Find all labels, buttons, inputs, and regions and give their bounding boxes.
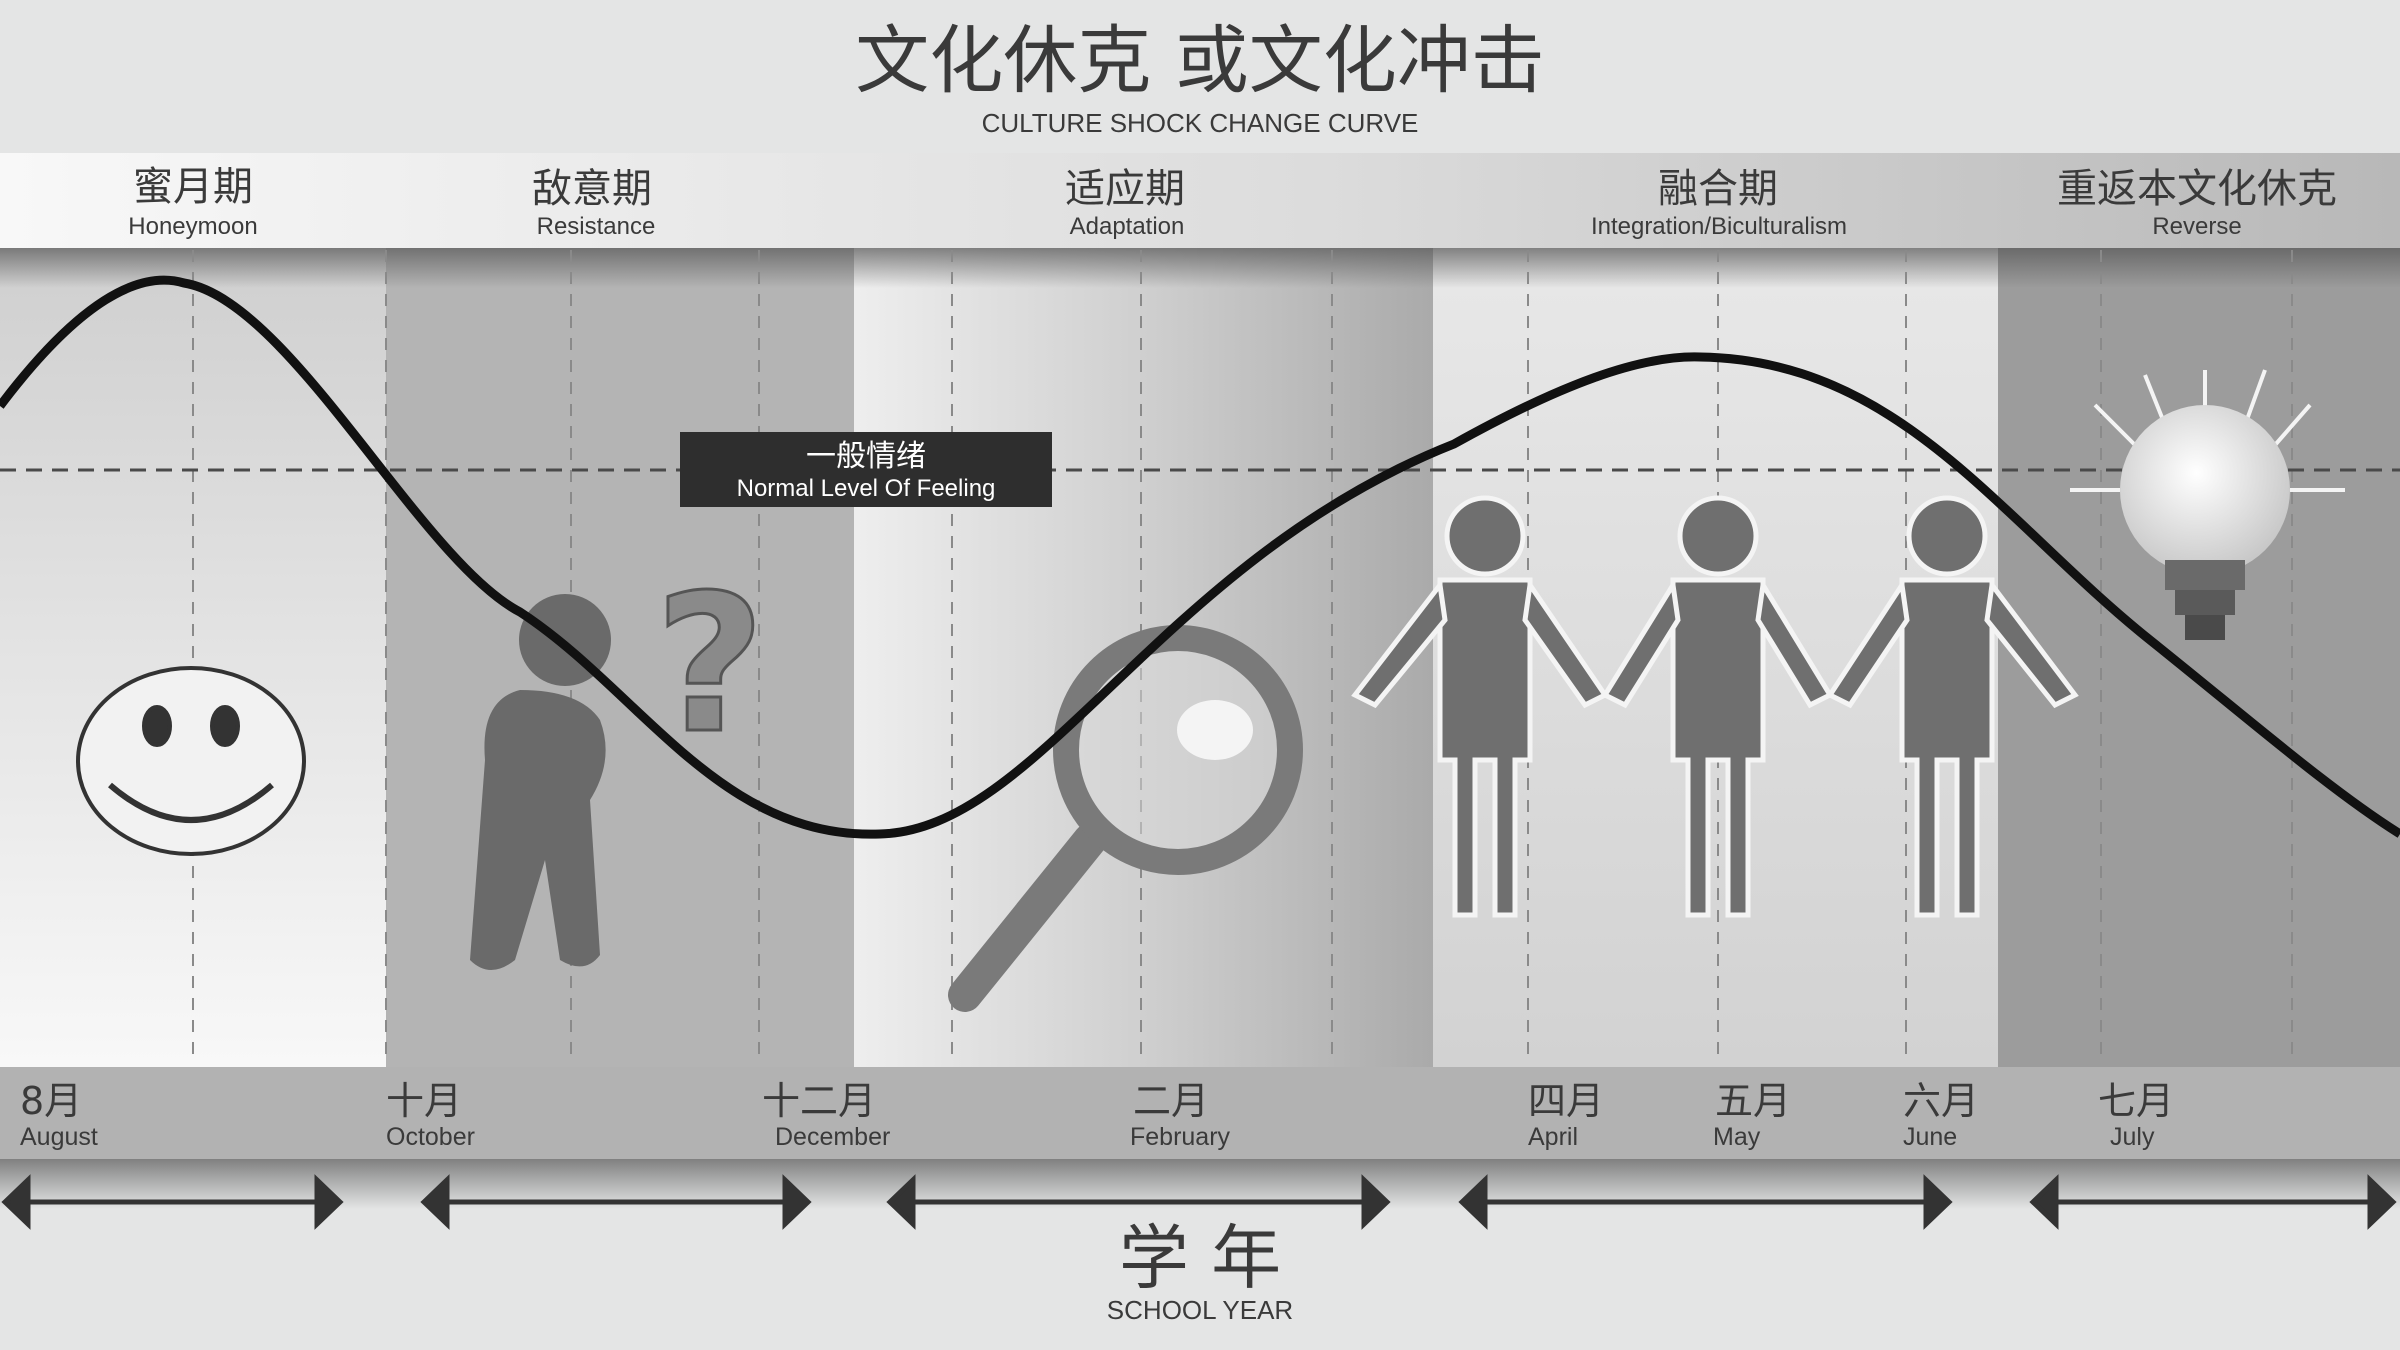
culture-shock-curve (0, 275, 2400, 839)
month-february-en: February (1130, 1123, 1231, 1151)
phase-resistance-en: Resistance (537, 213, 656, 240)
page-subtitle: CULTURE SHOCK CHANGE CURVE (982, 108, 1419, 138)
month-october-en: October (386, 1123, 475, 1151)
month-may-en: May (1713, 1123, 1761, 1151)
arrow-integration (1458, 1174, 1953, 1230)
phase-reverse-en: Reverse (2152, 213, 2241, 240)
phase-integration-cn: 融合期 (1658, 166, 1778, 212)
phase-band (0, 153, 2400, 248)
normal-level-en: Normal Level Of Feeling (737, 475, 996, 502)
phase-integration-en: Integration/Biculturalism (1591, 213, 1847, 240)
phase-resistance-cn: 敌意期 (532, 166, 652, 212)
month-august-en: August (20, 1123, 98, 1151)
month-april-cn: 四月 (1528, 1079, 1604, 1123)
month-october-cn: 十月 (386, 1079, 462, 1123)
arrow-adaptation (886, 1174, 1391, 1230)
question-mark-icon: ? (653, 553, 766, 777)
month-august-cn: 8月 (20, 1079, 82, 1123)
arrow-reverse (2029, 1174, 2397, 1230)
month-bar (0, 1067, 2400, 1159)
school-year-cn: 学 年 (1119, 1217, 1281, 1299)
month-april-en: April (1528, 1123, 1578, 1151)
smiley-icon (76, 666, 306, 856)
month-may-cn: 五月 (1715, 1079, 1791, 1123)
magnifier-icon (948, 625, 1303, 1012)
svg-text:?: ? (655, 554, 765, 775)
page-title: 文化休克 或文化冲击 (855, 18, 1545, 104)
phase-adaptation-cn: 适应期 (1065, 166, 1185, 212)
people-holding-hands-icon (1351, 495, 2079, 918)
month-july-cn: 七月 (2098, 1079, 2174, 1123)
phase-adaptation-en: Adaptation (1070, 213, 1185, 240)
phase-honeymoon-en: Honeymoon (128, 213, 257, 240)
month-december-en: December (775, 1123, 890, 1151)
phase-labels: 蜜月期 Honeymoon 敌意期 Resistance 适应期 Adaptat… (128, 164, 2337, 240)
phase-columns (0, 248, 2400, 1067)
school-year-en: SCHOOL YEAR (1107, 1295, 1293, 1325)
month-june-cn: 六月 (1903, 1079, 1979, 1123)
normal-level-cn: 一般情绪 (806, 439, 926, 474)
arrow-honeymoon (1, 1174, 344, 1230)
normal-level-label: 一般情绪 Normal Level Of Feeling (680, 432, 1052, 507)
phase-duration-arrows (1, 1174, 2397, 1230)
month-labels: 8月 August 十月 October 十二月 December 二月 Feb… (20, 1079, 2174, 1151)
phase-reverse-cn: 重返本文化休克 (2057, 166, 2337, 212)
light-bulb-icon (2070, 369, 2345, 640)
month-december-cn: 十二月 (762, 1079, 876, 1123)
phase-honeymoon-cn: 蜜月期 (133, 164, 253, 210)
month-june-en: June (1903, 1123, 1957, 1151)
arrow-resistance (420, 1174, 812, 1230)
month-february-cn: 二月 (1133, 1079, 1209, 1123)
month-july-en: July (2110, 1123, 2155, 1151)
